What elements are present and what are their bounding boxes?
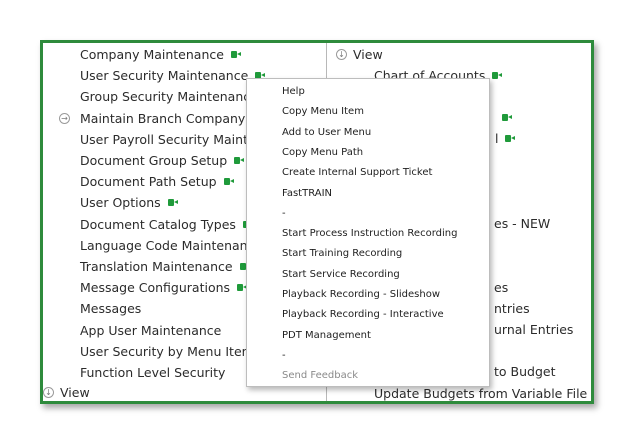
menu-item-label: Function Level Security bbox=[80, 365, 226, 380]
menu-item-label: User Security Maintenance bbox=[80, 68, 249, 84]
right-group-view-label: View bbox=[353, 47, 383, 62]
menu-item[interactable]: Function Level Security bbox=[80, 362, 225, 383]
menu-item[interactable]: to Budget bbox=[494, 361, 555, 382]
menu-item-label: Translation Maintenance bbox=[80, 259, 233, 274]
video-camera-icon[interactable] bbox=[505, 134, 516, 143]
menu-item-label: User Options bbox=[80, 195, 161, 211]
menu-item[interactable]: Message Configurations bbox=[80, 277, 248, 298]
context-menu-item: Send Feedback bbox=[282, 370, 358, 382]
context-menu-item[interactable]: Start Service Recording bbox=[282, 268, 400, 280]
menu-item-label: es bbox=[494, 280, 509, 295]
expand-circle-icon[interactable]: ↓ bbox=[336, 49, 347, 60]
menu-item[interactable]: l bbox=[495, 128, 516, 149]
menu-item-label: l bbox=[495, 131, 499, 146]
menu-item-label: Document Group Setup bbox=[80, 153, 228, 168]
menu-item-label: User Payroll Security Mainter bbox=[80, 131, 261, 147]
menu-item-label: ntries bbox=[494, 301, 530, 316]
menu-item[interactable]: Document Catalog Types bbox=[80, 214, 253, 235]
menu-item-label: es - NEW bbox=[494, 216, 551, 231]
menu-item-label: Messages bbox=[80, 301, 142, 317]
menu-item[interactable]: Company Maintenance bbox=[80, 44, 241, 65]
menu-item-label: Update Budgets from Variable File bbox=[374, 386, 588, 401]
video-camera-icon[interactable] bbox=[234, 156, 245, 165]
left-group-view-label: View bbox=[60, 385, 90, 400]
context-menu-item[interactable]: Copy Menu Path bbox=[282, 146, 364, 158]
menu-item-label: Group Security Maintenance bbox=[80, 89, 258, 105]
menu-item[interactable]: User Security by Menu Item bbox=[80, 341, 254, 362]
context-menu-item[interactable]: Playback Recording - Interactive bbox=[282, 309, 444, 321]
menu-item[interactable]: Document Group Setup bbox=[80, 150, 245, 171]
menu-item[interactable]: User Security Maintenance bbox=[80, 65, 266, 86]
video-camera-icon[interactable] bbox=[223, 177, 234, 186]
menu-item-label: User Security by Menu Item bbox=[80, 343, 254, 359]
menu-item-label: to Budget bbox=[494, 364, 556, 379]
context-menu-item[interactable]: Start Training Recording bbox=[282, 248, 403, 260]
menu-item[interactable]: es - NEW bbox=[494, 213, 550, 234]
menu-item[interactable]: Update Budgets from Variable File bbox=[374, 383, 588, 401]
menu-item[interactable]: App User Maintenance bbox=[80, 320, 221, 341]
video-camera-icon[interactable] bbox=[237, 283, 248, 292]
menu-item[interactable]: User Payroll Security Mainter bbox=[80, 129, 261, 150]
menu-item[interactable]: Group Security Maintenance bbox=[80, 86, 258, 107]
menu-item[interactable]: Document Path Setup bbox=[80, 171, 234, 192]
menu-separator: - bbox=[282, 349, 286, 361]
menu-separator: - bbox=[282, 207, 286, 219]
menu-item[interactable] bbox=[495, 107, 512, 128]
context-menu-item[interactable]: Help bbox=[282, 86, 305, 97]
menu-item[interactable]: Messages bbox=[80, 298, 141, 319]
left-group-view[interactable]: View bbox=[60, 382, 90, 401]
menu-item[interactable]: urnal Entries bbox=[494, 319, 573, 340]
video-camera-icon[interactable] bbox=[255, 71, 266, 80]
video-camera-icon[interactable] bbox=[502, 113, 512, 122]
context-menu-item[interactable]: Start Process Instruction Recording bbox=[282, 228, 458, 240]
menu-item-label: Message Configurations bbox=[80, 280, 231, 296]
menu-item[interactable]: Maintain Branch Company Co bbox=[80, 108, 266, 129]
video-camera-icon[interactable] bbox=[492, 71, 503, 80]
menu-item[interactable]: Language Code Maintenance bbox=[80, 235, 262, 256]
right-group-view[interactable]: View bbox=[353, 44, 383, 65]
menu-item[interactable]: User Options bbox=[80, 192, 178, 213]
menu-item-label: App User Maintenance bbox=[80, 322, 222, 338]
menu-item-label: Language Code Maintenance bbox=[80, 237, 263, 253]
context-menu-item[interactable]: Playback Recording - Slideshow bbox=[282, 289, 441, 300]
menu-item[interactable]: ntries bbox=[494, 298, 530, 319]
menu-item-label: Document Path Setup bbox=[80, 174, 217, 190]
context-menu-item[interactable]: Create Internal Support Ticket bbox=[282, 167, 433, 179]
context-menu-item[interactable]: Add to User Menu bbox=[282, 126, 372, 138]
menu-item-label: urnal Entries bbox=[494, 322, 574, 337]
menu-item[interactable]: Translation Maintenance bbox=[80, 256, 250, 277]
context-menu-item[interactable]: Copy Menu Item bbox=[282, 106, 364, 118]
menu-item-label: Maintain Branch Company Co bbox=[80, 110, 266, 126]
collapse-circle-icon[interactable]: ↓ bbox=[43, 387, 54, 398]
menu-item-label: Company Maintenance bbox=[80, 47, 224, 62]
video-camera-icon[interactable] bbox=[167, 198, 178, 207]
menu-item[interactable]: es bbox=[494, 277, 508, 298]
video-camera-icon[interactable] bbox=[230, 50, 241, 59]
menu-item-label: Document Catalog Types bbox=[80, 216, 236, 232]
context-menu-item[interactable]: PDT Management bbox=[282, 329, 371, 341]
expand-circle-icon[interactable]: → bbox=[59, 113, 70, 124]
context-menu-item[interactable]: FastTRAIN bbox=[282, 187, 333, 199]
